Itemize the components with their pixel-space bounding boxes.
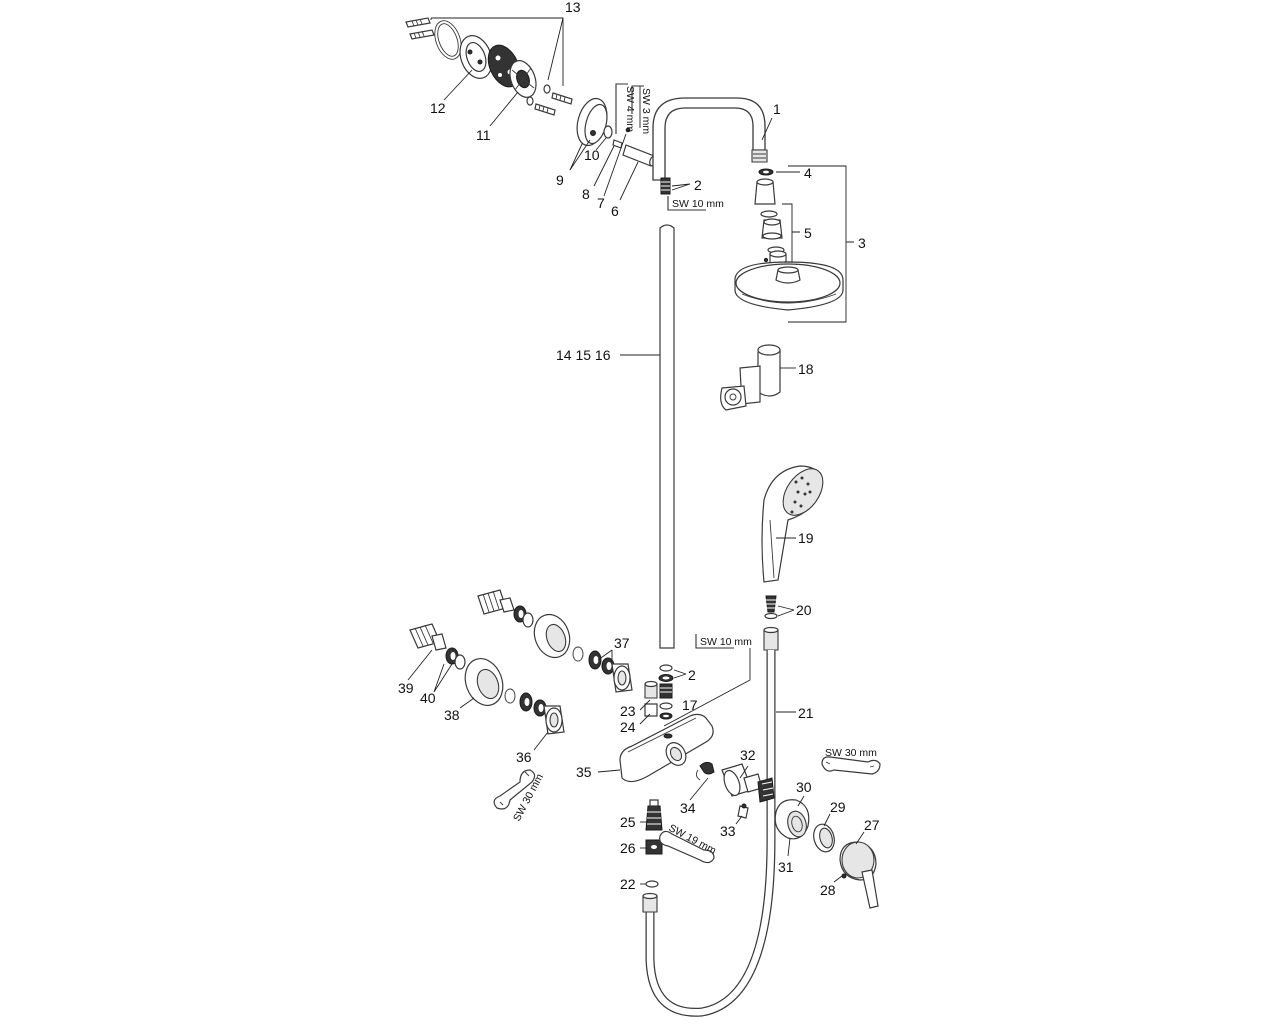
tool-size-sw4: SW 4 mm — [615, 83, 636, 134]
label-31: 31 — [778, 859, 794, 875]
mounting-plate — [509, 60, 537, 98]
shower-arm — [652, 97, 768, 195]
thermostat-body — [619, 713, 714, 783]
label-29: 29 — [830, 799, 846, 815]
label-12: 12 — [430, 100, 446, 116]
label-22: 22 — [620, 876, 636, 892]
tool-size-sw10-mid: SW 10 mm — [695, 634, 752, 649]
label-39: 39 — [398, 680, 414, 696]
overhead-shower-head — [734, 261, 844, 311]
label-24: 24 — [620, 719, 636, 735]
screws-and-washers — [526, 84, 573, 116]
tool-size-sw3: SW 3 mm — [631, 85, 652, 134]
wrench-sw19 — [659, 830, 715, 864]
thermostat-cartridge — [695, 761, 775, 803]
label-17: 17 — [682, 697, 698, 713]
riser-connection — [644, 664, 674, 720]
cartridge-sleeve-31 — [774, 799, 810, 840]
label-26: 26 — [620, 840, 636, 856]
hose-washer-22 — [645, 880, 659, 888]
wall-rosette — [576, 97, 608, 147]
left-lower-connection — [409, 623, 565, 735]
label-38: 38 — [444, 707, 460, 723]
adapter-ring-29 — [813, 823, 835, 853]
label-25: 25 — [620, 814, 636, 830]
label-11: 11 — [476, 127, 491, 143]
label-23: 23 — [620, 703, 636, 719]
wrench-sw30-left — [493, 769, 536, 810]
check-valve-25 — [645, 799, 663, 831]
hose-filter-seal — [764, 595, 778, 620]
label-36: 36 — [516, 749, 532, 765]
label-14-15-16: 14 15 16 — [556, 347, 611, 363]
rosette-plate — [459, 35, 493, 79]
left-upper-connection — [477, 589, 633, 693]
ball-joint-adapter — [754, 178, 776, 205]
screw-pair-top — [405, 17, 435, 40]
leader-lines — [407, 17, 865, 885]
label-30: 30 — [796, 779, 812, 795]
o-ring-5a — [760, 210, 778, 218]
label-20: 20 — [796, 602, 812, 618]
riser-pipe — [659, 224, 675, 649]
part-labels: 13 12 11 10 9 8 7 6 1 2 4 5 3 14 15 16 1… — [398, 0, 880, 898]
temperature-handle-27 — [839, 841, 879, 909]
label-3: 3 — [858, 235, 866, 251]
label-21: 21 — [798, 705, 814, 721]
label-32: 32 — [740, 747, 756, 763]
label-40: 40 — [420, 690, 436, 706]
label-35: 35 — [576, 764, 592, 780]
hand-shower — [761, 465, 824, 583]
overhead-shower-group — [734, 168, 844, 311]
label-1: 1 — [773, 101, 781, 117]
label-7: 7 — [597, 195, 605, 211]
label-34: 34 — [680, 800, 696, 816]
retaining-screw-33 — [737, 803, 749, 819]
label-8: 8 — [582, 186, 590, 202]
sw3-text: SW 3 mm — [640, 88, 652, 134]
label-13: 13 — [565, 0, 581, 15]
label-5: 5 — [804, 225, 812, 241]
wrench-sw30-right — [821, 756, 881, 775]
shower-hose — [642, 626, 779, 1017]
wall-mount-group — [405, 17, 657, 167]
sw10-top-text: SW 10 mm — [672, 198, 724, 210]
tool-size-sw10-top: SW 10 mm — [667, 196, 724, 211]
spray-nozzles — [790, 476, 812, 514]
label-28: 28 — [820, 882, 836, 898]
ball-joint — [761, 218, 783, 240]
sw30-right-text: SW 30 mm — [825, 747, 877, 759]
label-2-top: 2 — [694, 177, 702, 193]
label-33: 33 — [720, 823, 736, 839]
wall-connector — [622, 144, 657, 167]
tool-size-sw30-right: SW 30 mm — [825, 747, 877, 759]
label-19: 19 — [798, 530, 814, 546]
retaining-ring — [434, 20, 462, 60]
label-2-bottom: 2 — [688, 667, 696, 683]
label-9: 9 — [556, 172, 564, 188]
label-4: 4 — [804, 165, 812, 181]
label-18: 18 — [798, 361, 814, 377]
o-ring-small — [603, 125, 613, 139]
label-27: 27 — [864, 817, 880, 833]
sw10-mid-text: SW 10 mm — [700, 636, 752, 648]
sw4-text: SW 4 mm — [624, 86, 636, 132]
label-10: 10 — [584, 147, 600, 163]
hand-shower-holder — [720, 344, 781, 411]
nut-26 — [645, 839, 663, 855]
label-6: 6 — [611, 203, 619, 219]
label-37: 37 — [614, 635, 630, 651]
